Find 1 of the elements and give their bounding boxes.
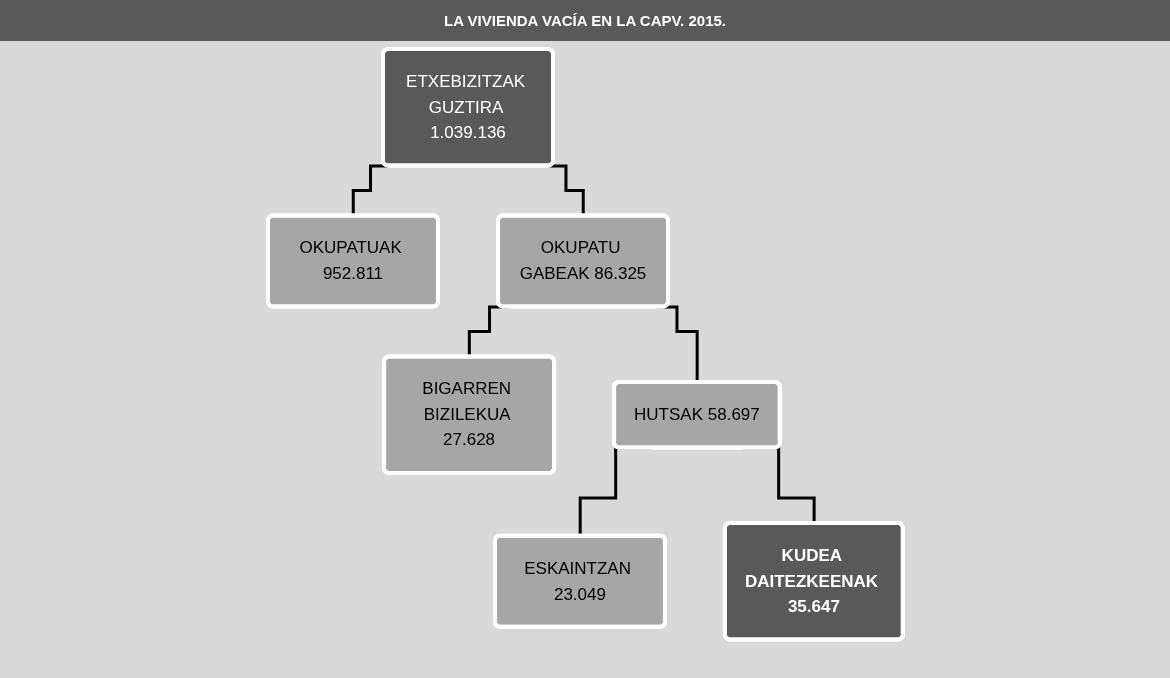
title-bar: LA VIVIENDA VACÍA EN LA CAPV. 2015. — [0, 0, 1170, 41]
